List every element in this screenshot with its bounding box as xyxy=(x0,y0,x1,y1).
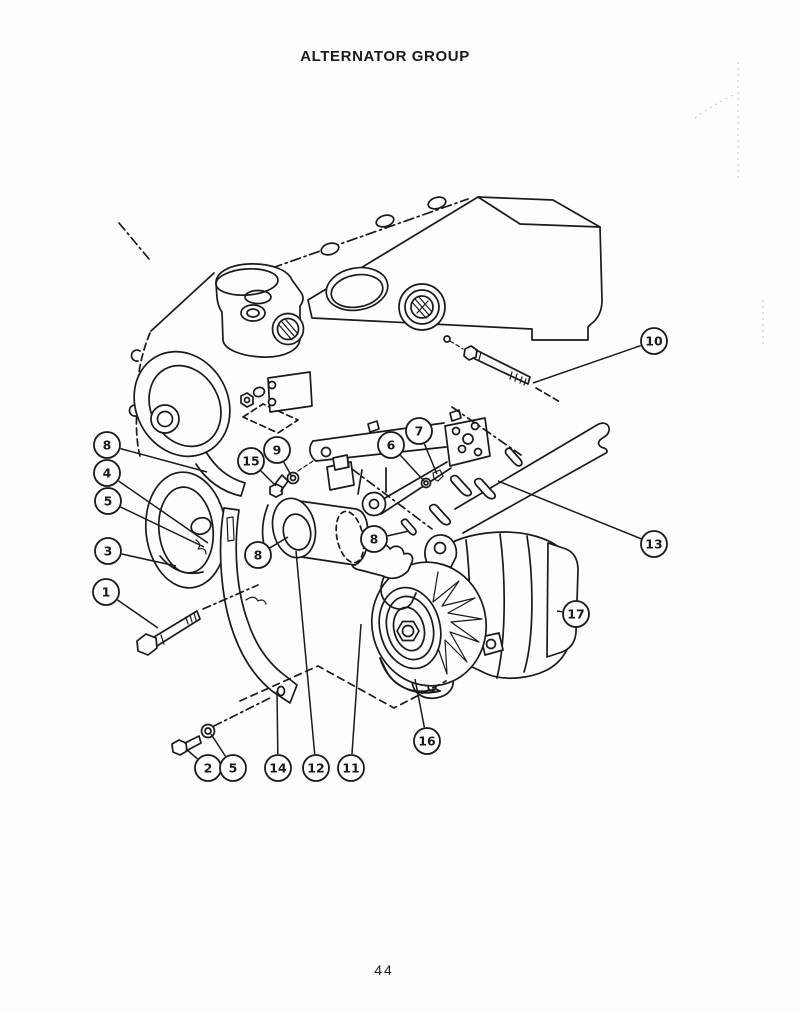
callout-leader-line xyxy=(117,599,159,629)
callout-number: 1 xyxy=(102,585,111,600)
callout-leader-line xyxy=(423,443,438,475)
callout-6: 6 xyxy=(377,431,425,482)
alignment-axis-lines xyxy=(239,387,561,709)
callout-8: 8 xyxy=(244,536,289,569)
callout-leader-line xyxy=(260,470,277,487)
callout-balloon xyxy=(263,436,291,464)
callout-11: 11 xyxy=(337,623,365,782)
callout-balloon xyxy=(93,459,121,487)
callout-number: 8 xyxy=(370,532,379,547)
spacers-and-studs-art xyxy=(400,447,523,536)
callout-balloon xyxy=(377,431,405,459)
callout-number: 12 xyxy=(307,761,324,776)
callout-balloon xyxy=(93,431,121,459)
callout-leader-line xyxy=(210,733,227,757)
callout-number: 9 xyxy=(273,443,282,458)
callout-leader-line xyxy=(497,480,642,540)
callout-number: 11 xyxy=(342,761,359,776)
callout-leader-line xyxy=(387,530,410,537)
scan-artifacts xyxy=(694,62,764,348)
callout-leader-line xyxy=(399,454,425,482)
callout-balloon xyxy=(302,754,330,782)
callout-balloon xyxy=(94,537,122,565)
callouts-layer: 8 4 5 3 1 15 9 8 6 7 8 10 13 17 16 2 5 14 12 11 xyxy=(92,327,668,782)
alternator-art xyxy=(350,531,579,700)
callout-12: 12 xyxy=(295,550,330,782)
callout-balloon xyxy=(94,487,122,515)
callout-number: 16 xyxy=(418,734,436,749)
callout-leader-line xyxy=(532,344,642,384)
callout-leader-line xyxy=(283,461,293,478)
callout-balloon xyxy=(405,417,433,445)
callout-number: 7 xyxy=(415,424,424,439)
callout-leader-line xyxy=(295,550,316,755)
callout-number: 4 xyxy=(103,466,112,481)
callout-balloon xyxy=(219,754,247,782)
callout-number: 10 xyxy=(645,334,663,349)
callout-balloon xyxy=(244,541,272,569)
callout-balloon xyxy=(562,600,590,628)
callout-13: 13 xyxy=(497,480,668,558)
callout-number: 14 xyxy=(269,761,287,776)
callout-leader-line xyxy=(556,610,563,613)
callout-7: 7 xyxy=(405,417,438,475)
callout-balloon xyxy=(640,327,668,355)
thermostat-housing-art xyxy=(215,263,305,358)
callout-number: 5 xyxy=(104,494,113,509)
callout-number: 8 xyxy=(254,548,263,563)
callout-1: 1 xyxy=(92,578,159,629)
callout-number: 2 xyxy=(204,761,213,776)
callout-leader-line xyxy=(120,506,205,548)
loose-fasteners-art xyxy=(136,460,314,756)
callout-balloon xyxy=(337,754,365,782)
callout-leader-line xyxy=(118,480,209,544)
callout-5: 5 xyxy=(210,733,247,782)
callout-number: 13 xyxy=(645,537,662,552)
callout-balloon xyxy=(237,447,265,475)
callout-number: 5 xyxy=(229,761,238,776)
callout-15: 15 xyxy=(237,447,277,487)
callout-8: 8 xyxy=(93,431,208,473)
callout-2: 2 xyxy=(185,748,222,782)
block-face-fasteners-art xyxy=(240,371,313,413)
callout-leader-line xyxy=(276,690,279,755)
callout-17: 17 xyxy=(556,600,590,628)
callout-number: 17 xyxy=(567,607,584,622)
callout-balloon xyxy=(92,578,120,606)
callout-number: 6 xyxy=(387,438,396,453)
callout-number: 15 xyxy=(242,454,259,469)
page-number: 44 xyxy=(374,962,394,978)
callout-5: 5 xyxy=(94,487,205,548)
callout-leader-line xyxy=(414,678,426,728)
callout-leader-line xyxy=(121,553,177,567)
callout-10: 10 xyxy=(532,327,668,384)
callout-14: 14 xyxy=(264,690,292,782)
callout-balloon xyxy=(360,525,388,553)
callout-balloon xyxy=(413,727,441,755)
long-bolt-10-art xyxy=(463,345,531,386)
callout-16: 16 xyxy=(413,678,441,755)
callout-leader-line xyxy=(185,748,198,760)
callout-3: 3 xyxy=(94,537,177,567)
cylinder-head-boss-art xyxy=(398,283,464,350)
callout-balloon xyxy=(264,754,292,782)
callout-balloon xyxy=(640,530,668,558)
callout-number: 8 xyxy=(103,438,112,453)
callout-8: 8 xyxy=(360,525,410,553)
callout-4: 4 xyxy=(93,459,209,544)
callout-number: 3 xyxy=(104,544,113,559)
callout-leader-line xyxy=(351,623,362,755)
callout-9: 9 xyxy=(263,436,293,478)
callout-leader-line xyxy=(269,536,289,549)
pulley-and-pump-art xyxy=(133,350,369,605)
callout-leader-line xyxy=(120,447,208,473)
frame-rail-art xyxy=(454,422,610,534)
page-title: ALTERNATOR GROUP xyxy=(300,48,470,65)
mounting-brace-art xyxy=(309,417,491,517)
valve-cover-art xyxy=(307,196,603,341)
